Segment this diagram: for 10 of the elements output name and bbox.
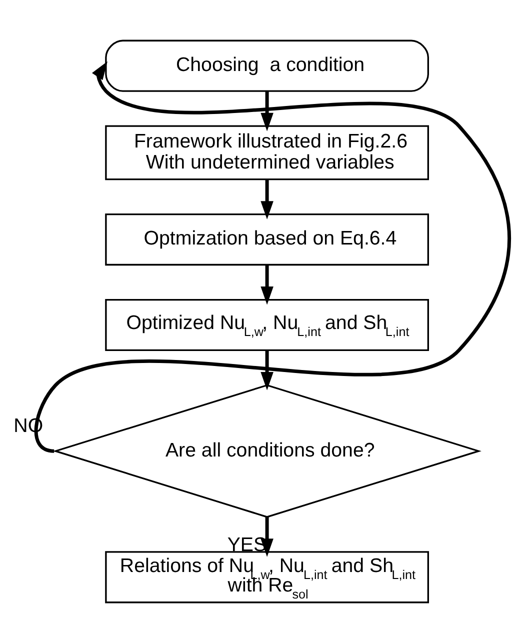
arrow: [260, 350, 274, 390]
arrow: [260, 178, 274, 219]
node-box: Optmization based on Eq.6.4: [105, 212, 429, 266]
node-box: Choosing a condition: [105, 39, 429, 92]
node-diamond: Are all conditions done?: [52, 384, 482, 518]
arrow: [260, 264, 274, 304]
arrow: [260, 516, 274, 556]
node-box: Optimized Nu$_{L,w}$, Nu$_{L,int}$ and Sh$_{L,int}$: [105, 298, 429, 351]
arrow: [260, 90, 274, 131]
node-box: Framework illustrated in Fig.2.6 With undetermined variables: [105, 124, 429, 180]
